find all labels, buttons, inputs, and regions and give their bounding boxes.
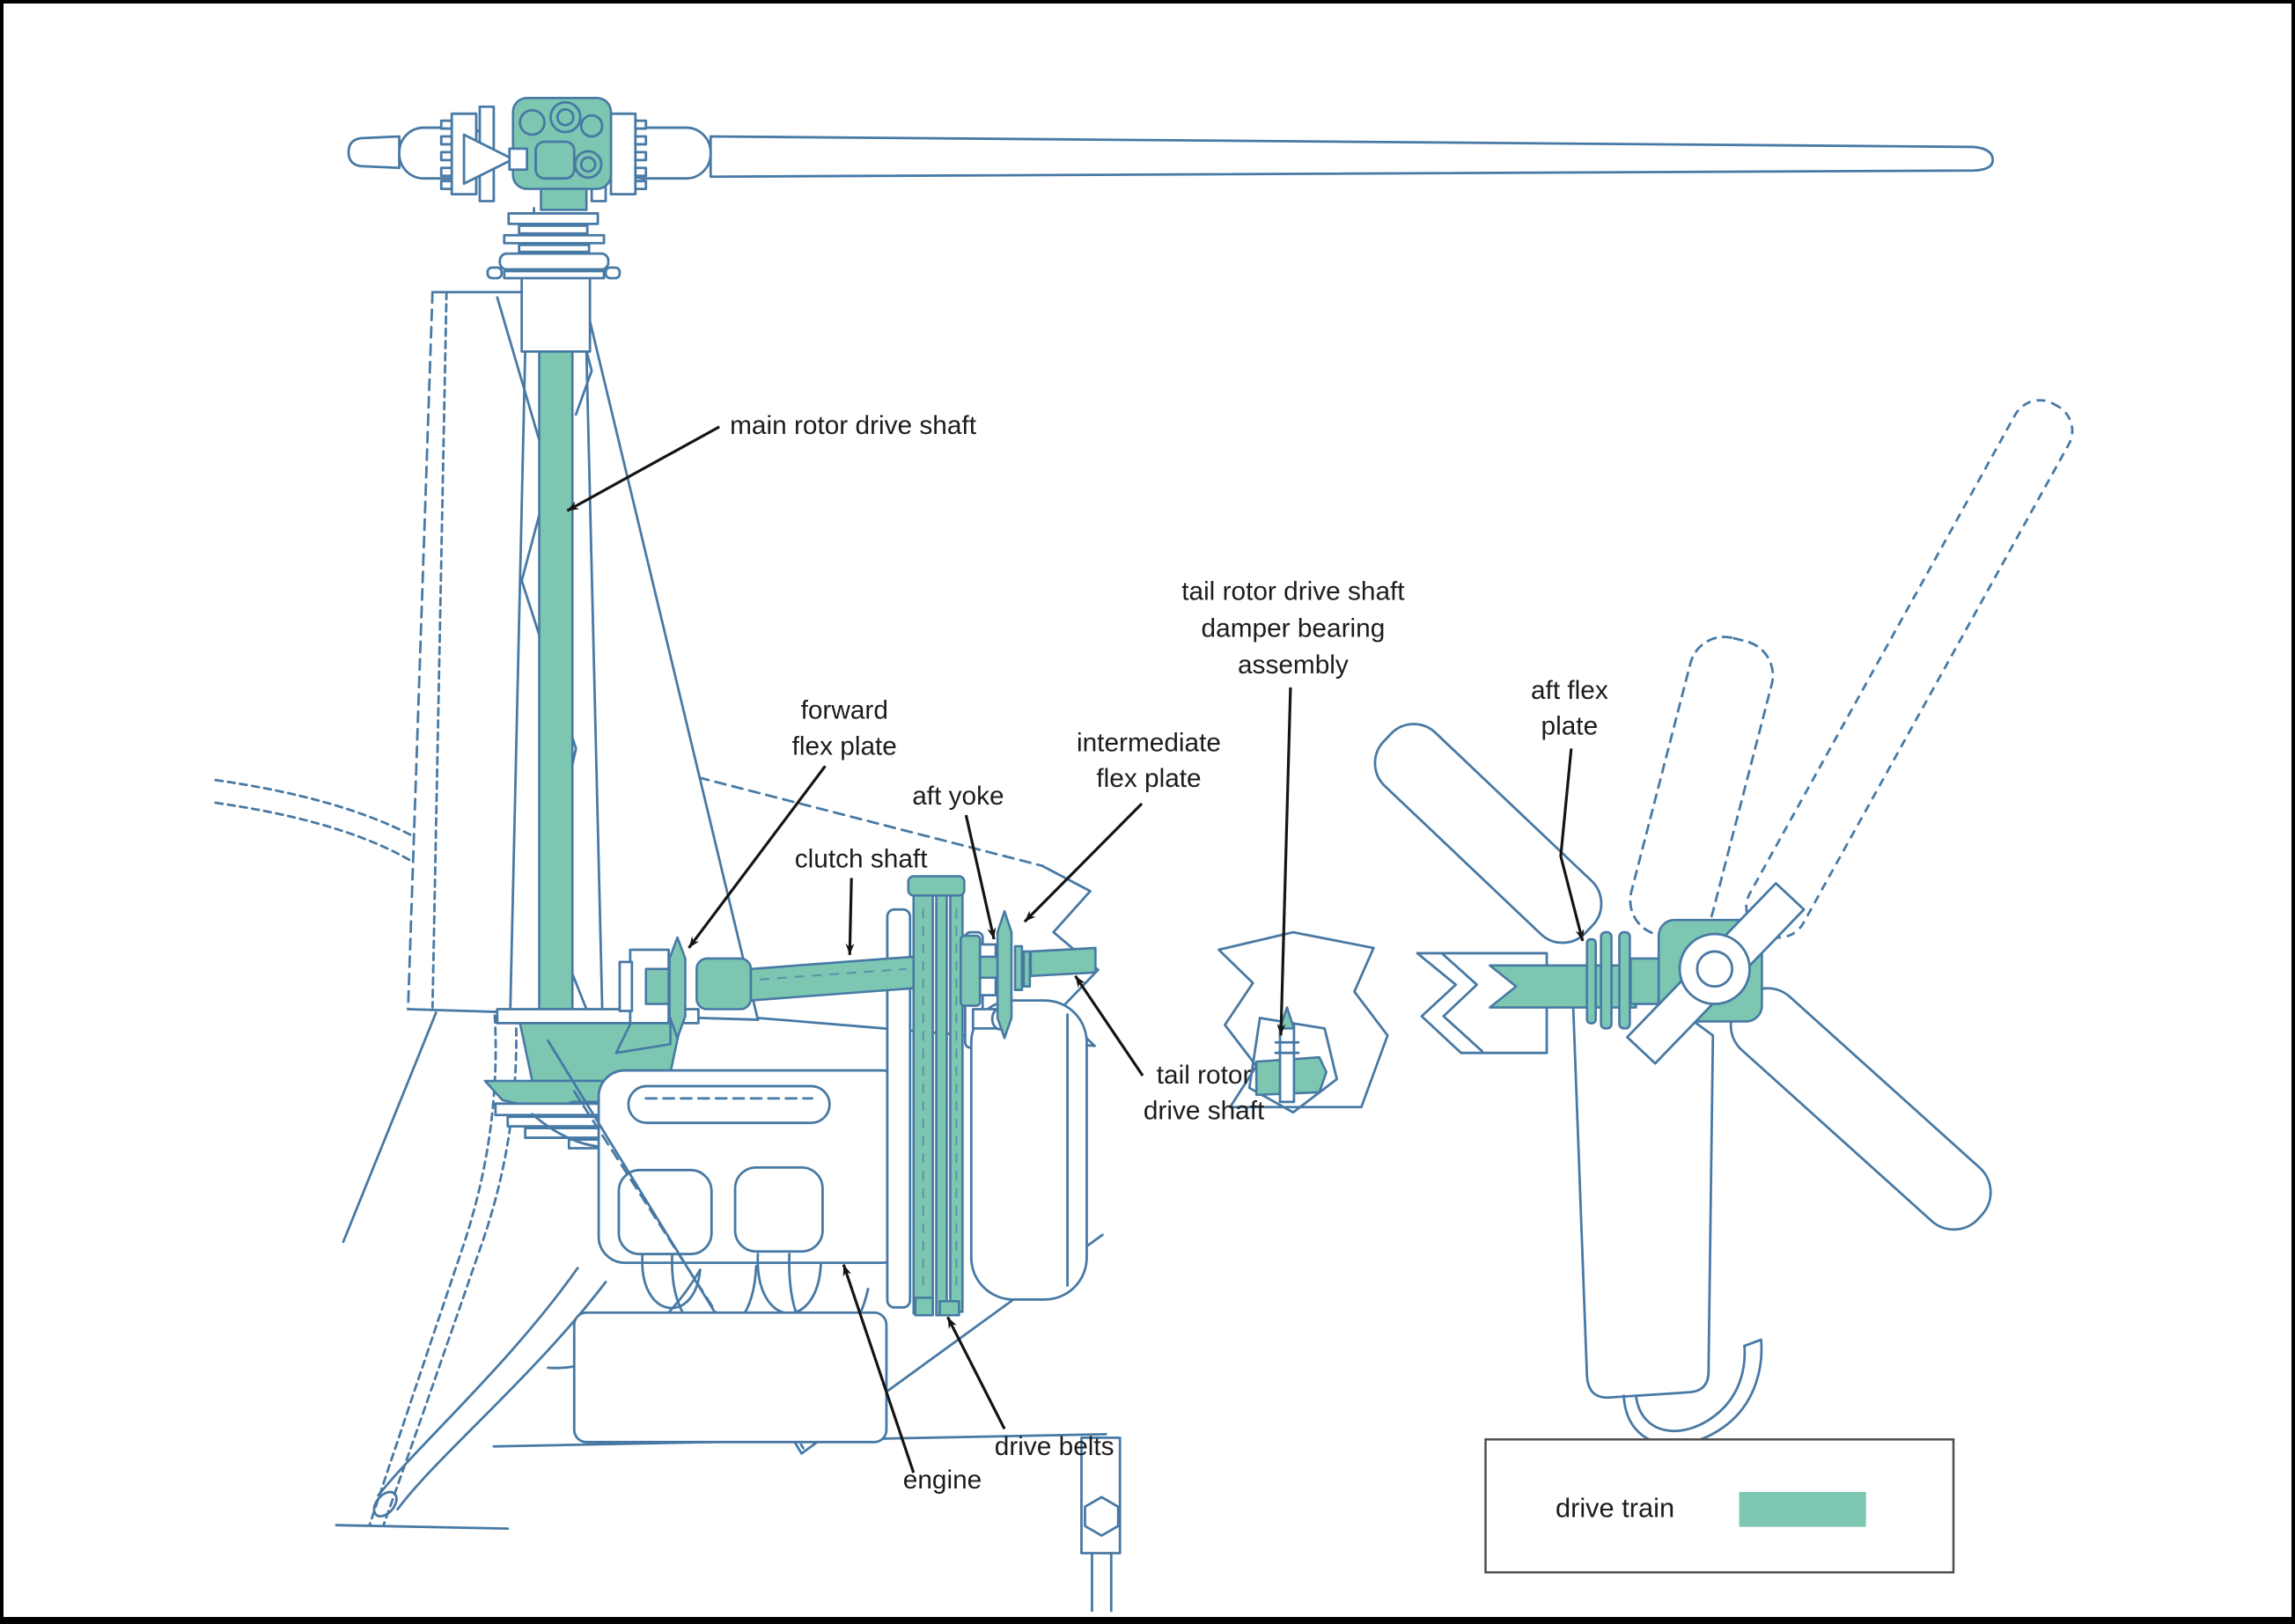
leader-clutch-shaft: [845, 878, 855, 955]
leader-main-rotor-drive-shaft: [566, 425, 720, 512]
legend: drive train: [1484, 1438, 1955, 1574]
forward-flex-plate-graphic: [668, 936, 687, 1040]
damper-bearing-graphic: [1278, 1024, 1296, 1104]
legend-label: drive train: [1556, 1493, 1674, 1524]
clutch-shaft-graphic: [618, 909, 1097, 1040]
tail-skid-hook: [1622, 1338, 1763, 1446]
mast-fairing-tower: [407, 259, 760, 1021]
label-main-rotor-drive-shaft: main rotor drive shaft: [730, 411, 977, 440]
tail-rotor-assembly: [1373, 399, 2074, 1446]
tail-rotor-blade-upper-right: [1745, 399, 2074, 939]
leader-forward-flex-plate: [688, 765, 827, 949]
engine-graphic: [372, 1039, 1122, 1613]
tail-rotor-blade-upper-left: [1373, 723, 1603, 944]
label-clutch-shaft: clutch shaft: [795, 845, 928, 874]
aft-flex-plate-graphic: [1585, 937, 1597, 1025]
main-rotor-drive-shaft-graphic: [538, 349, 574, 1021]
fan-scroll: [969, 999, 1088, 1301]
hex-bolt: [1084, 1495, 1120, 1537]
leader-intermediate-flex-plate: [1023, 802, 1144, 923]
hub-bolts: [439, 119, 648, 191]
legend-box: [1484, 1438, 1955, 1574]
leader-engine: [842, 1264, 916, 1473]
battery-box: [572, 1311, 888, 1444]
legend-swatch: [1739, 1491, 1866, 1527]
leader-drive-belts: [946, 1316, 1006, 1430]
swashplate-stack: [486, 212, 622, 280]
label-engine: engine: [903, 1466, 982, 1495]
aft-yoke-graphic: [960, 934, 982, 1007]
label-drive-belts: drive belts: [995, 1432, 1114, 1461]
main-rotor-blade-left: [347, 135, 401, 170]
tail-rotor-drive-shaft-graphic: [1029, 946, 1097, 978]
damper-bearing-section: [1217, 930, 1389, 1114]
cylinder-left: [617, 1168, 713, 1256]
leader-aft-flex-plate: [1559, 748, 1585, 942]
intermediate-flex-plate-graphic: [996, 909, 1013, 1040]
cylinder-right: [733, 1165, 824, 1253]
helicopter-drive-train-diagram: drive train main rotor drive shaft forwar…: [214, 97, 2074, 1613]
leader-tail-rotor-drive-shaft: [1074, 974, 1144, 1077]
tail-fin: [1571, 999, 1715, 1400]
label-aft-yoke: aft yoke: [912, 782, 1004, 811]
landing-skid-line: [335, 1524, 510, 1531]
frame-strut: [1080, 1436, 1122, 1554]
main-rotor-blade-right: [709, 135, 1995, 179]
leader-aft-yoke: [964, 814, 997, 940]
mast-housing: [520, 271, 592, 353]
leader-tail-rotor-drive-shaft-damper-bearing-assembly: [1276, 687, 1292, 1036]
